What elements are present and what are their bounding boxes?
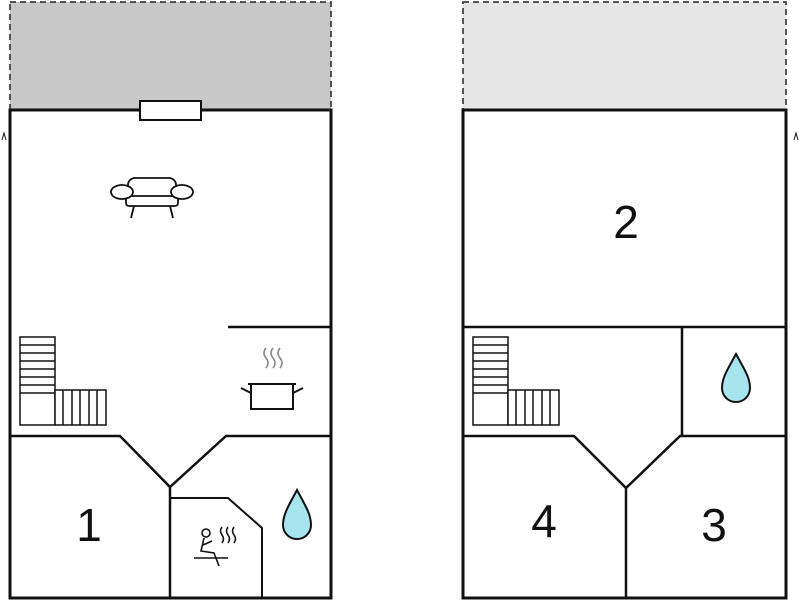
room-number-4: 4 <box>531 495 557 547</box>
terrace-right <box>462 1 787 111</box>
ground-floor-plan: 1 <box>1 1 333 600</box>
interior-walls-right <box>463 325 786 598</box>
terrace-left <box>9 1 332 111</box>
section-marker-left <box>1 131 7 141</box>
room-number-1: 1 <box>76 499 102 551</box>
cooking-pot-icon <box>240 347 304 410</box>
water-drop-icon-upper <box>720 351 752 403</box>
sauna-wall <box>170 497 263 598</box>
room-number-2: 2 <box>613 196 639 248</box>
sofa-icon <box>110 177 194 219</box>
stairs-icon <box>19 336 107 426</box>
sauna-icon <box>194 526 237 567</box>
stairs-icon-upper <box>472 336 560 426</box>
interior-walls-left <box>10 325 331 598</box>
water-drop-icon <box>281 487 313 540</box>
section-marker-right <box>793 131 799 141</box>
outer-wall-right <box>461 108 788 600</box>
upper-floor-plan: 2 3 4 <box>461 1 799 600</box>
room-number-3: 3 <box>701 499 727 551</box>
window-left <box>139 100 202 121</box>
